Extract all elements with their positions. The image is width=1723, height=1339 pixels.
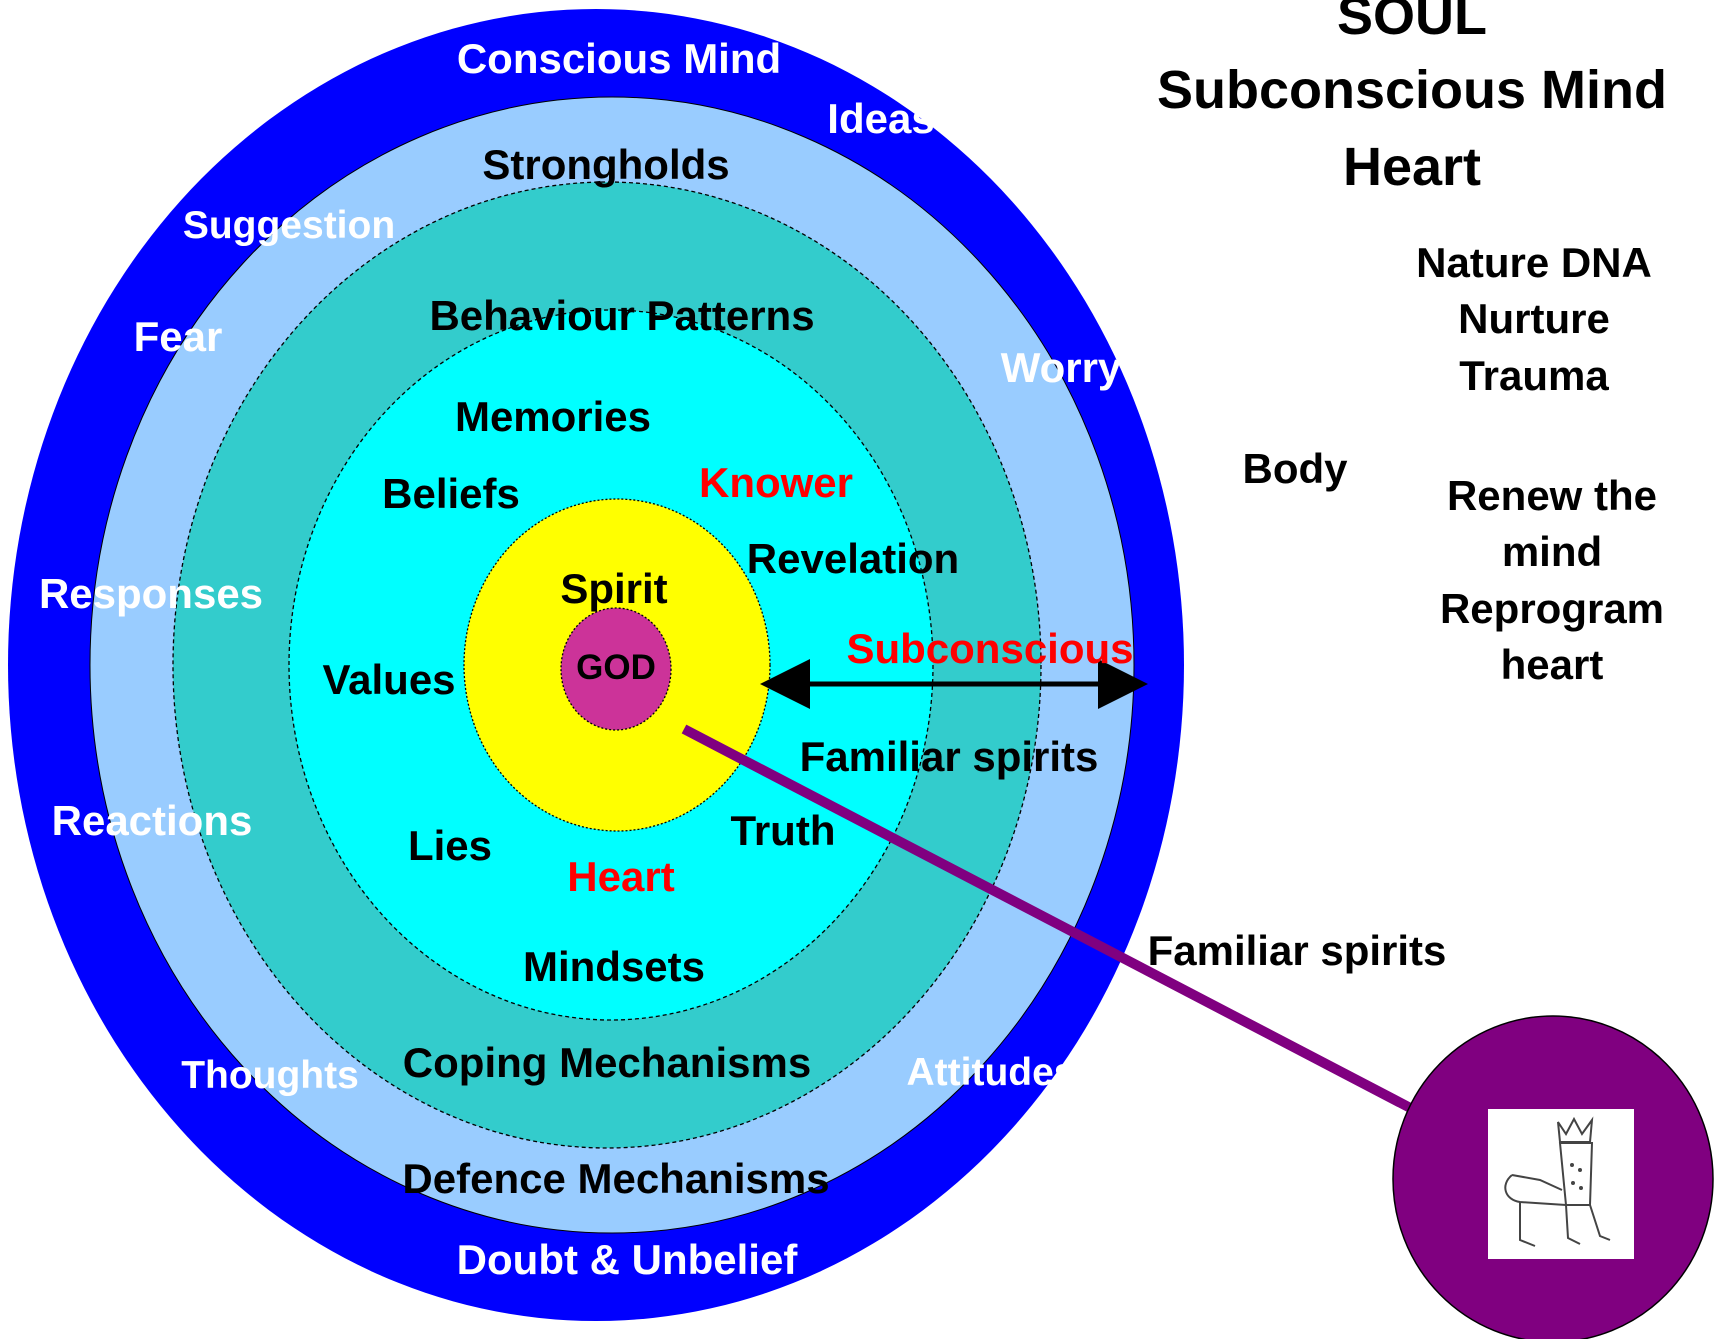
note-familiar-spirits-outer: Familiar spirits [1148,927,1447,974]
title-soul: SOUL [1337,0,1487,46]
label-conscious-mind: Conscious Mind [457,35,781,82]
label-coping-mechanisms: Coping Mechanisms [403,1039,811,1086]
label-heart: Heart [567,853,674,900]
note-renew-3: Reprogram [1440,585,1664,632]
title-heart: Heart [1343,137,1481,197]
label-spirit: Spirit [560,565,667,612]
note-nature-dna: Nature DNA [1416,239,1652,286]
throne-connector-line [681,724,1421,1117]
title-subconscious-mind: Subconscious Mind [1157,60,1667,120]
note-renew-1: Renew the [1447,472,1657,519]
god-core [560,607,672,731]
label-suggestion: Suggestion [183,204,395,247]
throne-icon [1488,1109,1634,1259]
note-nurture: Nurture [1458,295,1610,342]
label-reactions: Reactions [52,797,253,844]
label-defence-mechanisms: Defence Mechanisms [402,1155,829,1202]
label-ideas: Ideas [827,95,934,142]
label-responses: Responses [39,570,263,617]
note-trauma: Trauma [1459,352,1609,399]
label-fear: Fear [134,313,223,360]
label-strongholds: Strongholds [482,141,729,188]
label-thoughts: Thoughts [181,1054,359,1097]
label-revelation: Revelation [747,535,959,582]
label-familiar-spirits-inner: Familiar spirits [800,733,1099,780]
note-renew-2: mind [1502,528,1602,575]
label-attitudes: Attitudes [907,1051,1076,1094]
label-memories: Memories [455,393,651,440]
label-worry: Worry [1001,344,1122,391]
label-god: GOD [576,648,656,687]
label-beliefs: Beliefs [382,470,520,517]
note-renew-4: heart [1501,641,1604,688]
label-knower: Knower [699,459,853,506]
label-lies: Lies [408,822,492,869]
label-behaviour-patterns: Behaviour Patterns [429,292,814,339]
label-subconscious: Subconscious [846,625,1133,672]
label-values: Values [322,656,455,703]
note-body: Body [1243,445,1349,492]
label-mindsets: Mindsets [523,943,705,990]
label-truth: Truth [731,807,836,854]
label-doubt-unbelief: Doubt & Unbelief [457,1236,799,1283]
